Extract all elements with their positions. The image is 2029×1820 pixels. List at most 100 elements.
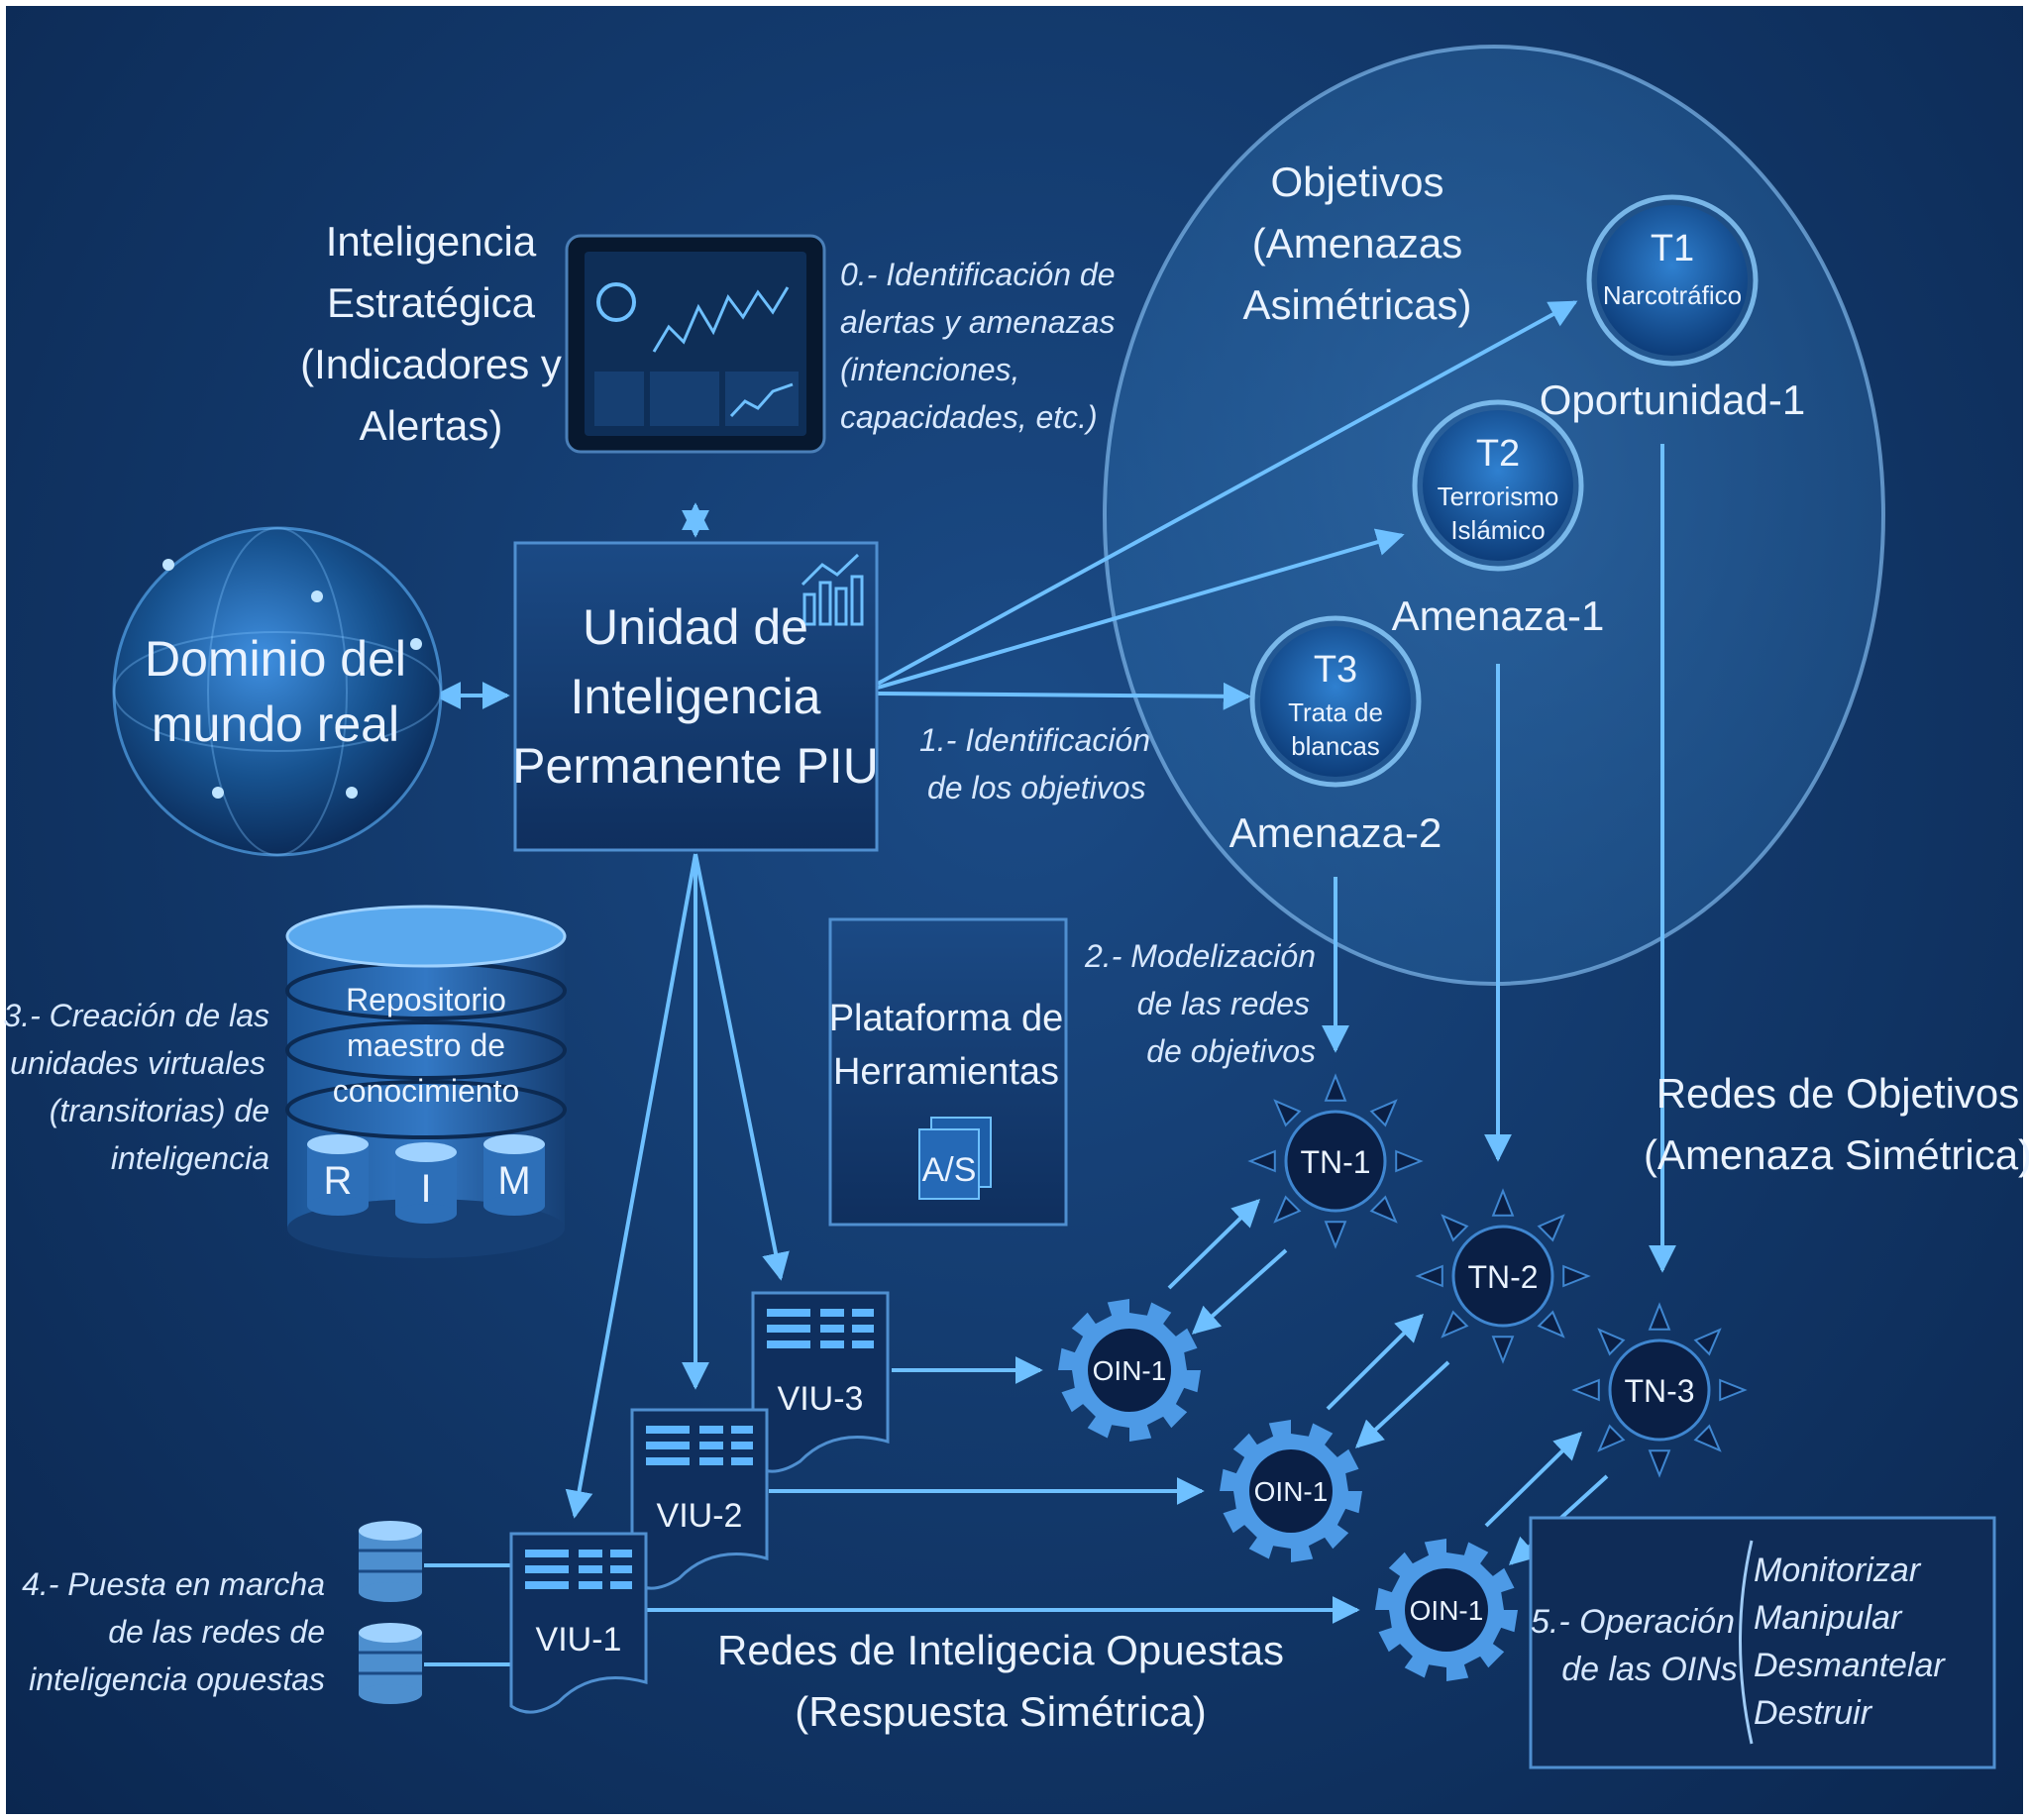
repository-line-1: Repositorio [346, 982, 506, 1017]
oin-gear-3: OIN-1 [1375, 1539, 1518, 1681]
target-name-line-2: blancas [1291, 731, 1380, 761]
strategic-line-2: Estratégica [327, 279, 536, 326]
tn-node-3: TN-3 [1571, 1302, 1748, 1478]
opposed-networks-title: Redes de Inteligecia Opuestas (Respuesta… [717, 1627, 1284, 1735]
world-label: Dominio del mundo real [145, 631, 406, 752]
step2-line-2: de las redes [1137, 986, 1310, 1021]
step3-label: 3.- Creación de las unidades virtuales (… [3, 998, 269, 1176]
knowledge-repository [285, 905, 567, 1258]
chart-donut-icon [596, 282, 636, 322]
step3-line-3: (transitorias) de [50, 1093, 269, 1128]
repository-line-2: maestro de [347, 1027, 505, 1063]
step5-line-2: de las OINs [1561, 1651, 1738, 1688]
cylinder-m [483, 1134, 545, 1216]
target-caption: Amenaza-2 [1229, 809, 1442, 856]
world-line-2: mundo real [152, 696, 399, 752]
arrow-oin-tn3-up [1484, 1432, 1583, 1528]
platform-badge: A/S [922, 1151, 977, 1189]
step0-label: 0.- Identificación de alertas y amenazas… [840, 257, 1116, 435]
action-destruir: Destruir [1754, 1694, 1873, 1732]
step4-line-2: de las redes de [108, 1614, 325, 1650]
step3-line-2: unidades virtuales [10, 1045, 266, 1081]
arrow-tn2-oin-down [1354, 1360, 1450, 1448]
arrow-piu-viu1 [565, 853, 697, 1519]
database-icon [359, 1521, 422, 1602]
arrow-oin-tn2-up [1326, 1314, 1424, 1411]
step5-line-1: 5.- Operación [1531, 1603, 1735, 1641]
dashboard-tablet [565, 234, 826, 454]
document-stack-icon [918, 1128, 980, 1200]
oin-gear-label: OIN-1 [1254, 1476, 1329, 1507]
connection-arrows [424, 300, 1676, 1666]
strategic-line-4: Alertas) [360, 402, 503, 449]
action-desmantelar: Desmantelar [1754, 1647, 1946, 1684]
viu-document-label: VIU-1 [536, 1621, 622, 1659]
bar-chart-icon [801, 553, 864, 626]
step1-label: 1.- Identificación de los objetivos [919, 722, 1150, 805]
objectives-line-1: Objetivos [1270, 159, 1443, 205]
step1-line-2: de los objetivos [927, 770, 1146, 805]
opposed-networks-title-line-2: (Respuesta Simétrica) [795, 1688, 1206, 1735]
target-name-line-1: Terrorismo [1438, 482, 1559, 511]
repository-line-3: conocimiento [333, 1073, 520, 1109]
action-list: Monitorizar Manipular Desmantelar Destru… [1754, 1552, 1946, 1732]
step4-label: 4.- Puesta en marcha de las redes de int… [22, 1566, 325, 1697]
chart-line-icon [652, 286, 790, 353]
step1-line-1: 1.- Identificación [919, 722, 1150, 758]
target-name-line-1: Narcotráfico [1603, 280, 1742, 310]
viu-document-label: VIU-2 [657, 1497, 743, 1535]
repository-cylinder-labels: R I M [324, 1159, 531, 1211]
arrow-piu-t2 [877, 528, 1405, 690]
cylinder-r [307, 1134, 369, 1216]
step2-line-3: de objetivos [1146, 1033, 1316, 1069]
step0-line-1: 0.- Identificación de [840, 257, 1116, 292]
piu-line-1: Unidad de [583, 599, 808, 655]
strategic-line-1: Inteligencia [326, 218, 537, 265]
strategic-line-3: (Indicadores y [300, 341, 562, 387]
tn-node-label: TN-2 [1467, 1259, 1538, 1295]
platform-line-1: Plataforma de [829, 998, 1064, 1039]
target-caption: Oportunidad-1 [1540, 376, 1806, 423]
objectives-line-2: (Amenazas [1252, 220, 1462, 267]
step0-line-3: (intenciones, [840, 352, 1019, 387]
strategic-intelligence-label: Inteligencia Estratégica (Indicadores y … [300, 218, 562, 449]
cylinder-i-label: I [420, 1167, 431, 1211]
step5-label: 5.- Operación de las OINs [1531, 1603, 1738, 1688]
step3-line-4: inteligencia [111, 1140, 269, 1176]
target-code: T1 [1651, 228, 1694, 269]
target-networks-title-line-2: (Amenaza Simétrica) [1644, 1131, 2029, 1178]
arrow-piu-viu3 [694, 853, 790, 1281]
tool-platform [828, 917, 1068, 1227]
target-name-line-2: Islámico [1450, 515, 1545, 545]
step0-line-2: alertas y amenazas [840, 304, 1115, 340]
globe [112, 526, 443, 857]
arrow-piu-t1 [877, 300, 1578, 686]
step4-line-3: inteligencia opuestas [29, 1661, 325, 1697]
piu-box [513, 541, 879, 852]
target-networks-title-line-1: Redes de Objetivos [1656, 1070, 2020, 1117]
arrow-piu-t3 [877, 682, 1251, 710]
database-icon [359, 1623, 422, 1704]
cylinder-r-label: R [324, 1159, 353, 1203]
tn-node-1: TN-1 [1247, 1073, 1424, 1249]
tn-node-2: TN-2 [1415, 1188, 1591, 1364]
step2-label: 2.- Modelización de las redes de objetiv… [1084, 938, 1316, 1069]
viu-document-viu-3: VIU-3 [751, 1291, 890, 1473]
arrow-oin-tn1-up [1167, 1199, 1261, 1290]
target-name-line-1: Trata de [1288, 697, 1383, 727]
step2-line-1: 2.- Modelización [1084, 938, 1316, 974]
action-manipular: Manipular [1754, 1599, 1903, 1637]
viu-document-label: VIU-3 [778, 1380, 864, 1418]
platform-line-2: Herramientas [833, 1051, 1059, 1093]
oin-gear-1: OIN-1 [1058, 1299, 1201, 1442]
step0-line-4: capacidades, etc.) [840, 399, 1098, 435]
tn-node-label: TN-3 [1624, 1373, 1694, 1409]
piu-line-2: Inteligencia [571, 669, 821, 724]
piu-line-3: Permanente PIU [512, 738, 879, 794]
viu-document-viu-1: VIU-1 [509, 1532, 648, 1714]
